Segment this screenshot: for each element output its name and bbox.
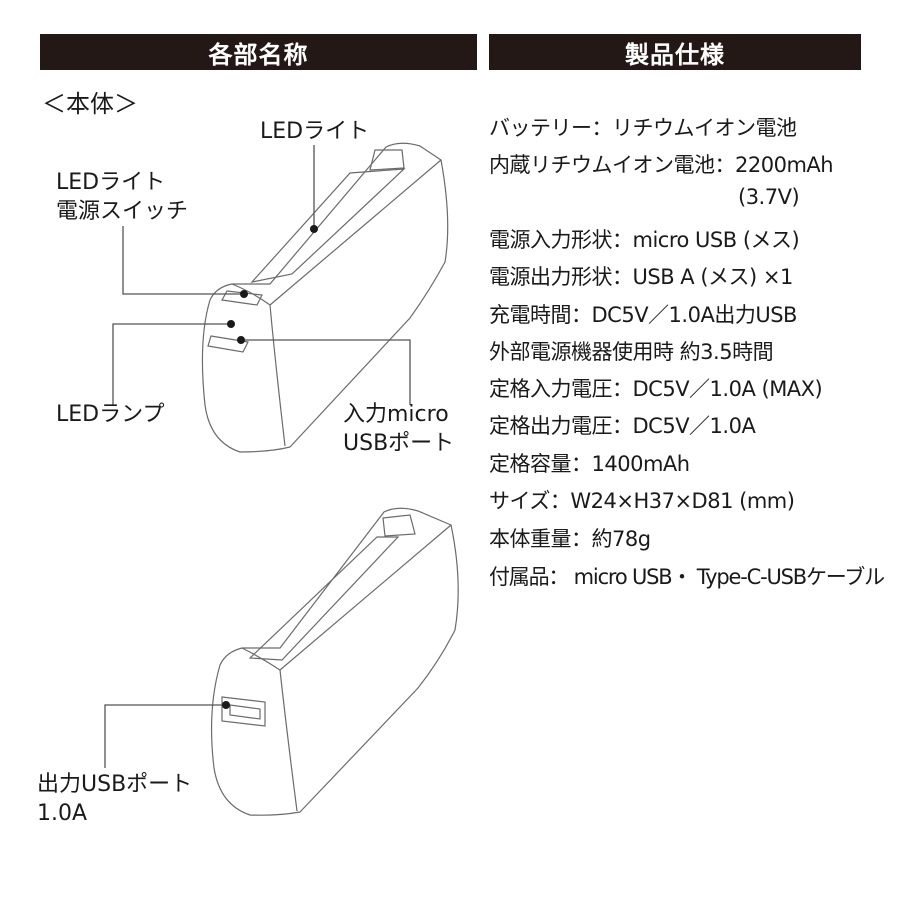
spec-line: 定格入力電圧：DC5V／1.0A (MAX) xyxy=(489,377,823,401)
parts-names-header: 各部名称 xyxy=(40,34,477,70)
spec-line: 内蔵リチウムイオン電池：2200mAh xyxy=(489,153,834,177)
micro-usb-marker xyxy=(237,336,245,344)
product-specs-header: 製品仕様 xyxy=(489,34,861,70)
spec-line: バッテリー：リチウムイオン電池 xyxy=(489,116,797,140)
label-output-line2: 1.0A xyxy=(37,801,88,826)
led-lamp-marker xyxy=(227,320,235,328)
power-switch-marker xyxy=(240,290,248,298)
label-input-line1: 入力micro xyxy=(343,402,449,427)
label-led-switch-line1: LEDライト xyxy=(56,170,166,195)
label-output-line1: 出力USBポート xyxy=(37,772,193,797)
callout-power-switch xyxy=(122,226,244,295)
led-light-marker xyxy=(310,225,318,233)
spec-line: サイズ：W24×H37×D81 (mm) xyxy=(489,489,795,513)
spec-line: 本体重量：約78g xyxy=(489,527,651,551)
body-section-label: ＜本体＞ xyxy=(42,90,138,118)
label-led-light: LEDライト xyxy=(260,119,370,144)
spec-line: 外部電源機器使用時 約3.5時間 xyxy=(489,340,774,364)
callout-micro-usb xyxy=(241,339,411,405)
spec-line: 付属品： micro USB・ Type-C-USBケーブル xyxy=(489,565,885,589)
label-input-line2: USBポート xyxy=(343,431,455,456)
callout-led-lamp xyxy=(112,323,231,405)
device-top-view xyxy=(201,142,449,453)
spec-line: 電源出力形状：USB A (メス) ×1 xyxy=(489,265,793,289)
spec-line: 充電時間：DC5V／1.0A出力USB xyxy=(489,303,797,327)
spec-line: (3.7V) xyxy=(738,185,800,209)
spec-line: 定格出力電圧：DC5V／1.0A xyxy=(489,414,756,438)
spec-line: 定格容量：1400mAh xyxy=(489,452,690,476)
spec-line: 電源入力形状：micro USB (メス) xyxy=(489,228,800,252)
device-side-view xyxy=(210,507,459,816)
label-led-switch-line2: 電源スイッチ xyxy=(56,199,189,224)
usb-out-marker xyxy=(222,701,230,709)
label-led-lamp: LEDランプ xyxy=(56,402,165,427)
callout-usb-out xyxy=(104,704,226,768)
